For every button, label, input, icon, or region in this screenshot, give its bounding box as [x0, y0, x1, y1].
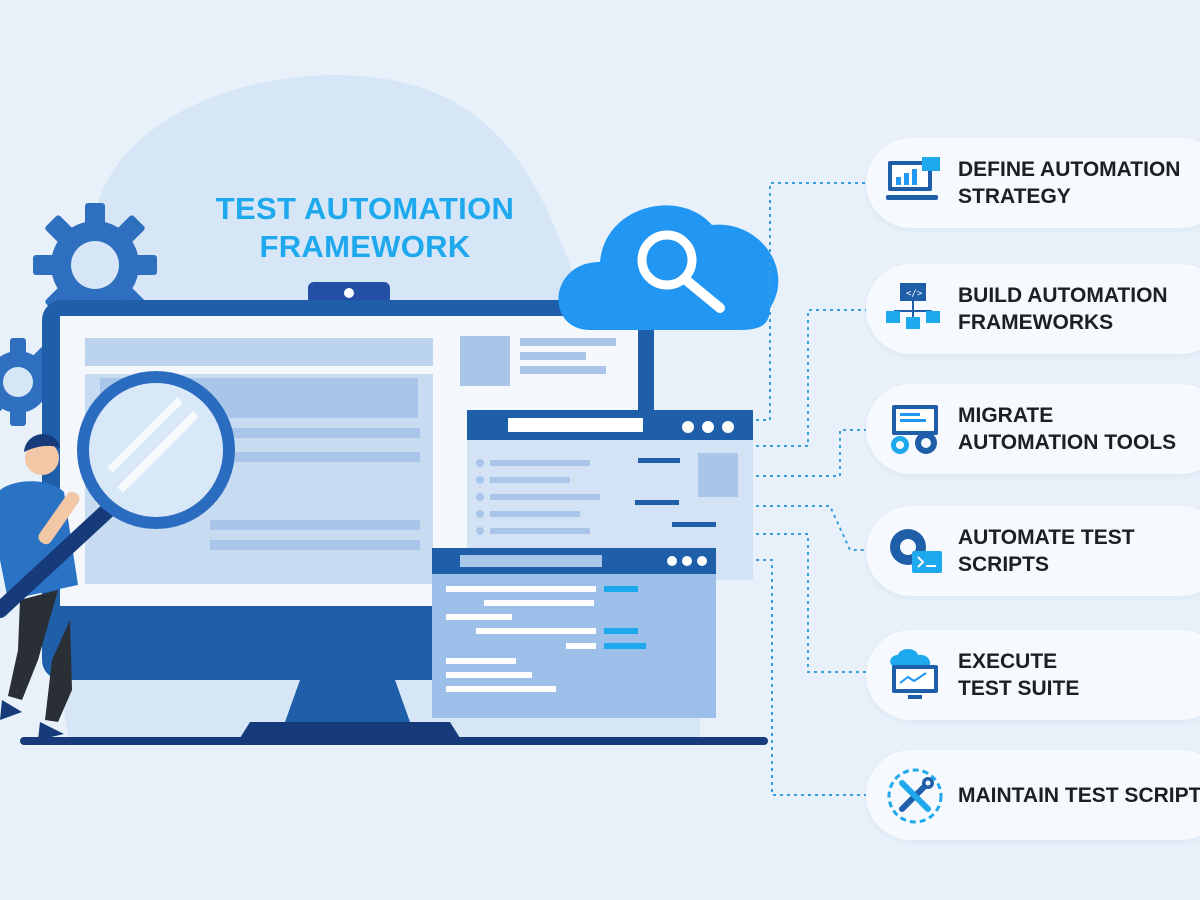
step-card-execute-suite: EXECUTE TEST SUITE	[866, 630, 1200, 720]
framework-hierarchy-icon: </>	[886, 283, 940, 329]
monitor-gears-icon	[891, 405, 938, 454]
step-label: DEFINE AUTOMATION STRATEGY	[958, 158, 1181, 208]
svg-text:</>: </>	[906, 289, 923, 299]
step-card-build-frameworks: </> BUILD AUTOMATION FRAMEWORKS	[866, 264, 1200, 354]
page-title: TEST AUTOMATION FRAMEWORK	[160, 190, 570, 266]
step-label: AUTOMATE TEST SCRIPTS	[958, 526, 1135, 576]
step-label: MIGRATE AUTOMATION TOOLS	[958, 404, 1177, 454]
strategy-chart-icon	[886, 157, 940, 200]
cloud-monitor-icon	[890, 649, 938, 699]
cloud-search-icon	[558, 205, 779, 330]
gear-icon	[0, 338, 62, 426]
step-label: BUILD AUTOMATION FRAMEWORKS	[958, 284, 1168, 334]
code-window	[432, 548, 716, 718]
step-card-migrate-tools: MIGRATE AUTOMATION TOOLS	[866, 384, 1200, 474]
person-with-magnifier	[0, 371, 235, 740]
step-card-automate-scripts: AUTOMATE TEST SCRIPTS	[866, 506, 1200, 596]
wrench-screwdriver-icon	[887, 768, 943, 824]
title-line-1: TEST AUTOMATION	[215, 191, 515, 226]
step-card-maintain-scripts: MAINTAIN TEST SCRIPTS	[866, 750, 1200, 840]
step-card-define-strategy: DEFINE AUTOMATION STRATEGY	[866, 138, 1200, 228]
step-label: MAINTAIN TEST SCRIPTS	[958, 783, 1200, 807]
connector-lines	[756, 182, 866, 796]
title-line-2: FRAMEWORK	[259, 229, 471, 264]
step-label: EXECUTE TEST SUITE	[958, 650, 1080, 700]
gear-terminal-icon	[890, 529, 942, 573]
